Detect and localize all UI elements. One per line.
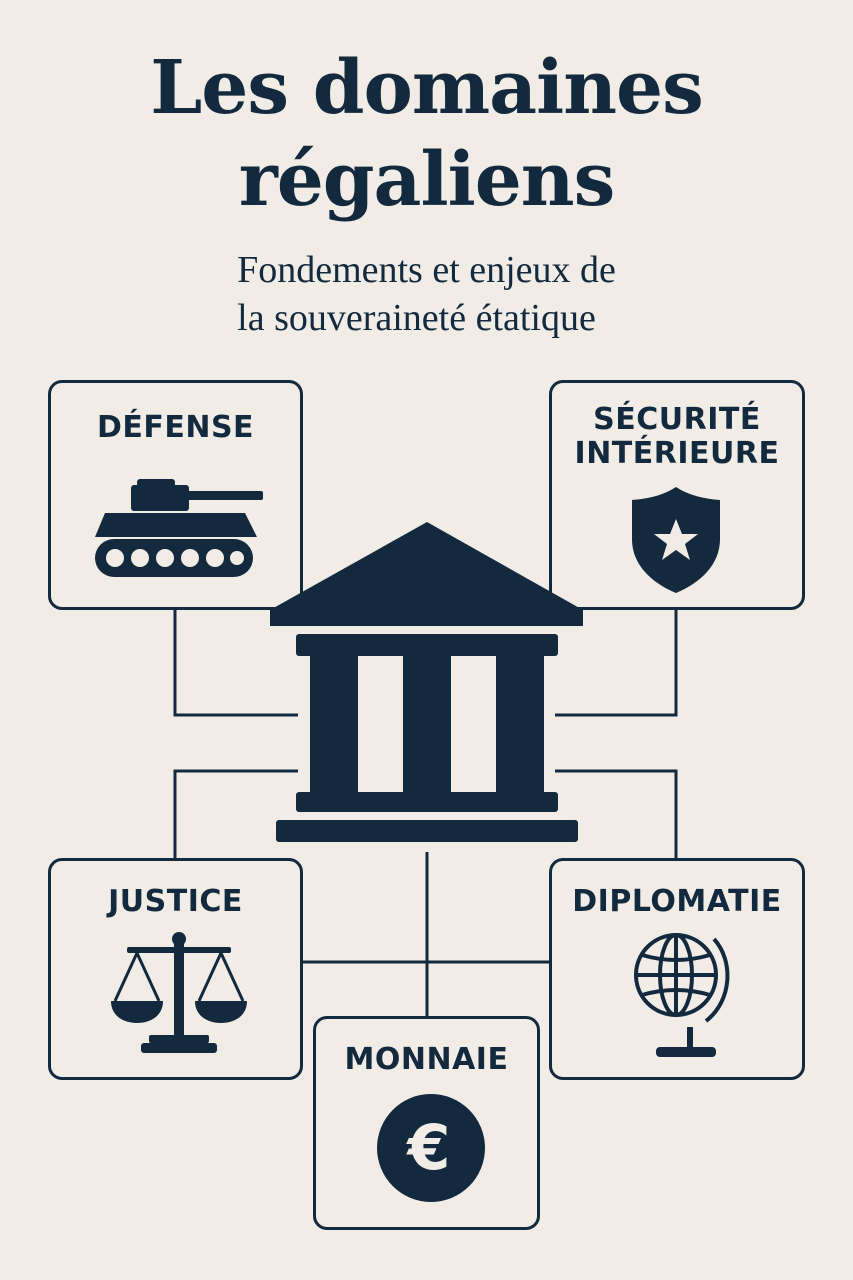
justice-label: JUSTICE: [108, 884, 243, 919]
title-line-1: Les domaines: [150, 45, 704, 131]
defense-label: DÉFENSE: [96, 410, 255, 445]
diplomatie-label: DIPLOMATIE: [572, 884, 782, 919]
euro-coin-icon: €: [377, 1094, 485, 1202]
justice-box: JUSTICE: [48, 858, 303, 1080]
shield-star-icon: [632, 487, 720, 593]
euro-symbol: €: [405, 1111, 450, 1184]
monnaie-box: MONNAIE €: [313, 1016, 540, 1230]
securite-label: SÉCURITÉ INTÉRIEURE: [552, 403, 802, 471]
connector-diplomatie: [555, 769, 678, 859]
connector-defense: [173, 608, 298, 717]
scales-icon: [111, 932, 247, 1053]
state-building-icon: [270, 522, 583, 842]
securite-label-line-1: SÉCURITÉ: [593, 402, 761, 437]
title-line-2: régaliens: [238, 137, 616, 223]
subtitle: Fondements et enjeux de la souveraineté …: [0, 246, 853, 342]
tank-icon: [95, 479, 263, 577]
securite-label-line-2: INTÉRIEURE: [574, 436, 780, 471]
title: Les domaines régaliens: [0, 42, 853, 226]
globe-icon: [634, 933, 730, 1057]
monnaie-label: MONNAIE: [344, 1042, 509, 1077]
connector-securite: [555, 608, 678, 717]
diplomatie-box: DIPLOMATIE: [549, 858, 805, 1080]
subtitle-line-2: la souveraineté étatique: [237, 297, 596, 339]
securite-box: SÉCURITÉ INTÉRIEURE: [549, 380, 805, 610]
defense-box: DÉFENSE: [48, 380, 303, 610]
subtitle-line-1: Fondements et enjeux de: [237, 249, 616, 291]
connector-justice: [173, 769, 298, 859]
